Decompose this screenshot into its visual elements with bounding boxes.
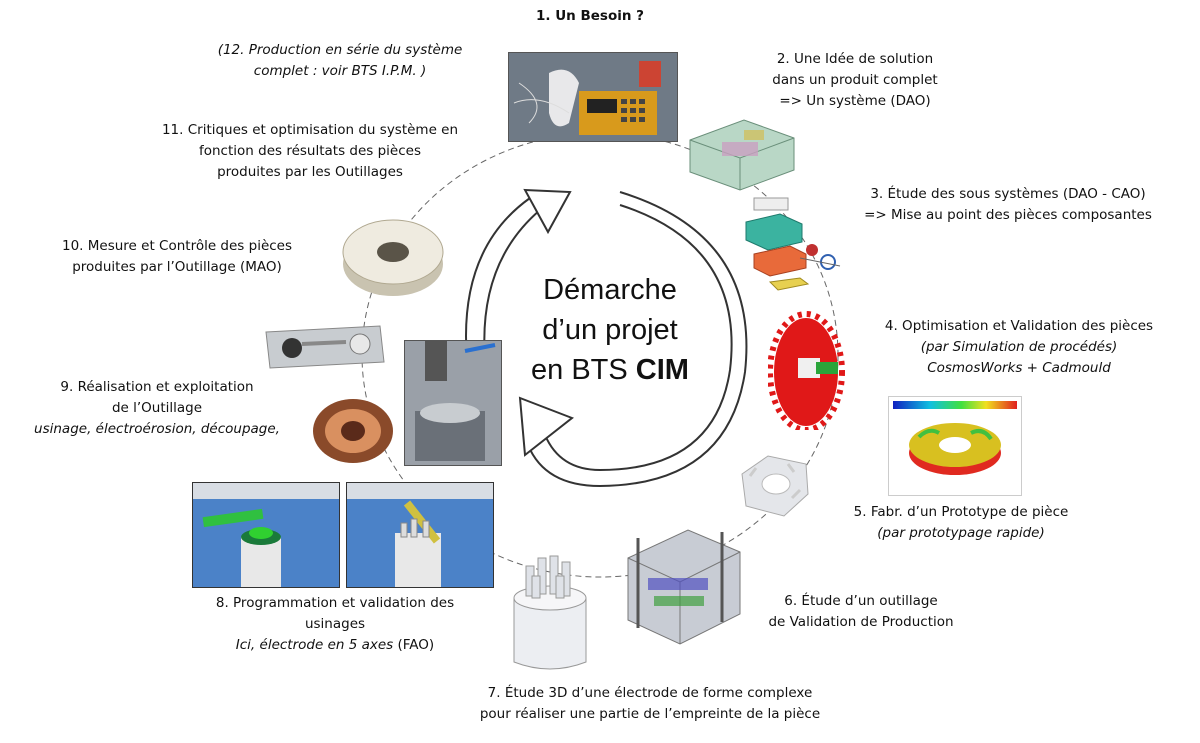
step-1-label: 1. Un Besoin ?: [535, 8, 645, 24]
center-line-3: en BTS CIM: [531, 354, 689, 386]
step-7-label: 7. Étude 3D d’une électrode de forme com…: [479, 685, 821, 722]
measured-part-image: [340, 210, 446, 300]
step-11-label: 11. Critiques et optimisation du système…: [161, 122, 459, 180]
step-10-label: 10. Mesure et Contrôle des pièces produi…: [61, 238, 293, 275]
center-title: Démarche d’un projet en BTS CIM: [500, 270, 720, 390]
center-line-1: Démarche: [543, 274, 677, 306]
machined-plate-image: [262, 322, 386, 372]
step-5-label: 5. Fabr. d’un Prototype de pièce (par pr…: [853, 504, 1069, 541]
cam-screenshot-2: [346, 482, 494, 588]
step-3-label: 3. Étude des sous systèmes (DAO - CAO) =…: [864, 186, 1152, 223]
step-12-label: (12. Production en série du système comp…: [217, 42, 463, 79]
prototype-part-image: [728, 446, 818, 526]
step-2-label: 2. Une Idée de solution dans un produit …: [772, 51, 938, 109]
exploded-subsystem-image: [740, 192, 850, 300]
mould-tooling-image: [618, 518, 746, 656]
electrode-image: [500, 546, 598, 676]
step-9-label: 9. Réalisation et exploitation de l’Outi…: [34, 379, 280, 437]
step-4-label: 4. Optimisation et Validation des pièces…: [884, 318, 1154, 376]
center-line-2: d’un projet: [542, 314, 678, 346]
edm-machine-photo: [404, 340, 502, 466]
besoin-photo: [508, 52, 678, 142]
cam-screenshot-1: [192, 482, 340, 588]
red-gear-image: [768, 310, 848, 430]
dao-housing-image: [682, 112, 800, 194]
simulation-heatmap-image: [888, 396, 1022, 496]
copper-electrode-image: [312, 398, 394, 464]
step-6-label: 6. Étude d’un outillage de Validation de…: [768, 593, 954, 630]
step-8-label: 8. Programmation et validation des usina…: [215, 595, 455, 653]
